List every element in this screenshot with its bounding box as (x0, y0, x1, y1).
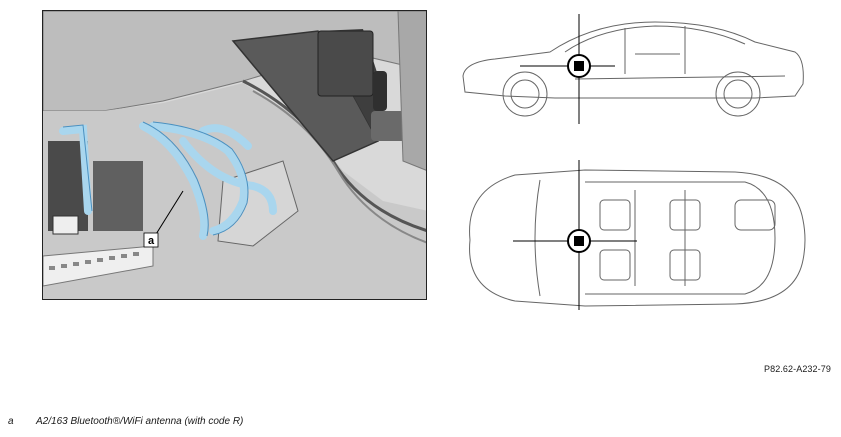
installation-photo: a (42, 10, 427, 300)
antenna-location-marker-top (513, 160, 637, 310)
antenna-location-marker-side (520, 14, 615, 124)
module-center (93, 161, 143, 231)
center-console (371, 111, 411, 141)
trim-slots (49, 252, 139, 270)
car-side-outline (462, 21, 804, 99)
callout-label: a (148, 235, 155, 247)
legend: a A2/163 Bluetooth®/WiFi antenna (with co… (8, 416, 243, 427)
car-side-view (455, 14, 815, 124)
car-top-svg (469, 160, 806, 310)
car-side-wheels (502, 71, 761, 117)
car-top-outline (469, 169, 806, 307)
steering-column (397, 11, 426, 171)
callout-leader (152, 190, 184, 240)
legend-text: A2/163 Bluetooth®/WiFi antenna (with cod… (36, 416, 244, 427)
car-side-svg (462, 14, 804, 124)
wiring-harness-outline (62, 121, 249, 237)
legend-key: a (8, 416, 14, 427)
dashboard-illustration: a (43, 11, 426, 299)
connector (52, 215, 79, 235)
central-display (317, 30, 374, 97)
figure-id: P82.62-A232-79 (764, 364, 831, 374)
callout-box (143, 232, 159, 248)
car-top-view (455, 160, 815, 310)
selector-lever (373, 71, 387, 111)
panel-edge-inner (252, 90, 426, 244)
